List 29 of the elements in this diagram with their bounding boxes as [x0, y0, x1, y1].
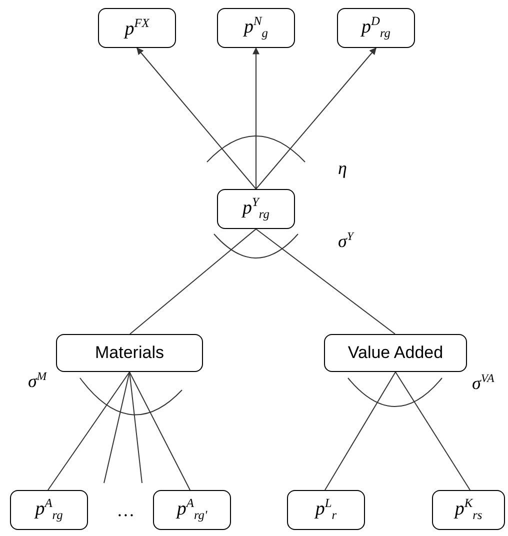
- node-box: [432, 490, 505, 530]
- elasticity-label: σ$^{Y}$: [338, 230, 354, 252]
- node-box: [56, 334, 203, 372]
- arrow: [136, 47, 256, 190]
- arrow: [252, 47, 260, 190]
- connector-line: [129, 372, 190, 490]
- elasticity-label: σ$^{M}$: [28, 370, 47, 392]
- node-label: p$^{FX}$: [124, 16, 150, 40]
- connector-line: [395, 372, 470, 490]
- elasticity-label: σ$^{VA}$: [472, 372, 494, 394]
- node-box: [10, 490, 88, 530]
- connector-line: [130, 228, 256, 334]
- connector-line: [324, 372, 396, 490]
- arrow: [256, 47, 376, 190]
- node-box: [324, 334, 467, 372]
- node-label: Value Added: [348, 343, 444, 363]
- node-label: Materials: [95, 343, 164, 363]
- connector-line: [104, 372, 130, 484]
- node-box: [98, 8, 176, 48]
- node-box: [337, 8, 415, 48]
- elasticity-label: η: [338, 158, 347, 179]
- connector-line: [256, 228, 396, 334]
- ellipsis-label: …: [118, 500, 134, 521]
- connector-line: [48, 372, 130, 490]
- node-box: [153, 490, 231, 530]
- node-box: [217, 189, 295, 229]
- node-box: [217, 8, 295, 48]
- connector-line: [129, 372, 142, 484]
- node-box: [287, 490, 365, 530]
